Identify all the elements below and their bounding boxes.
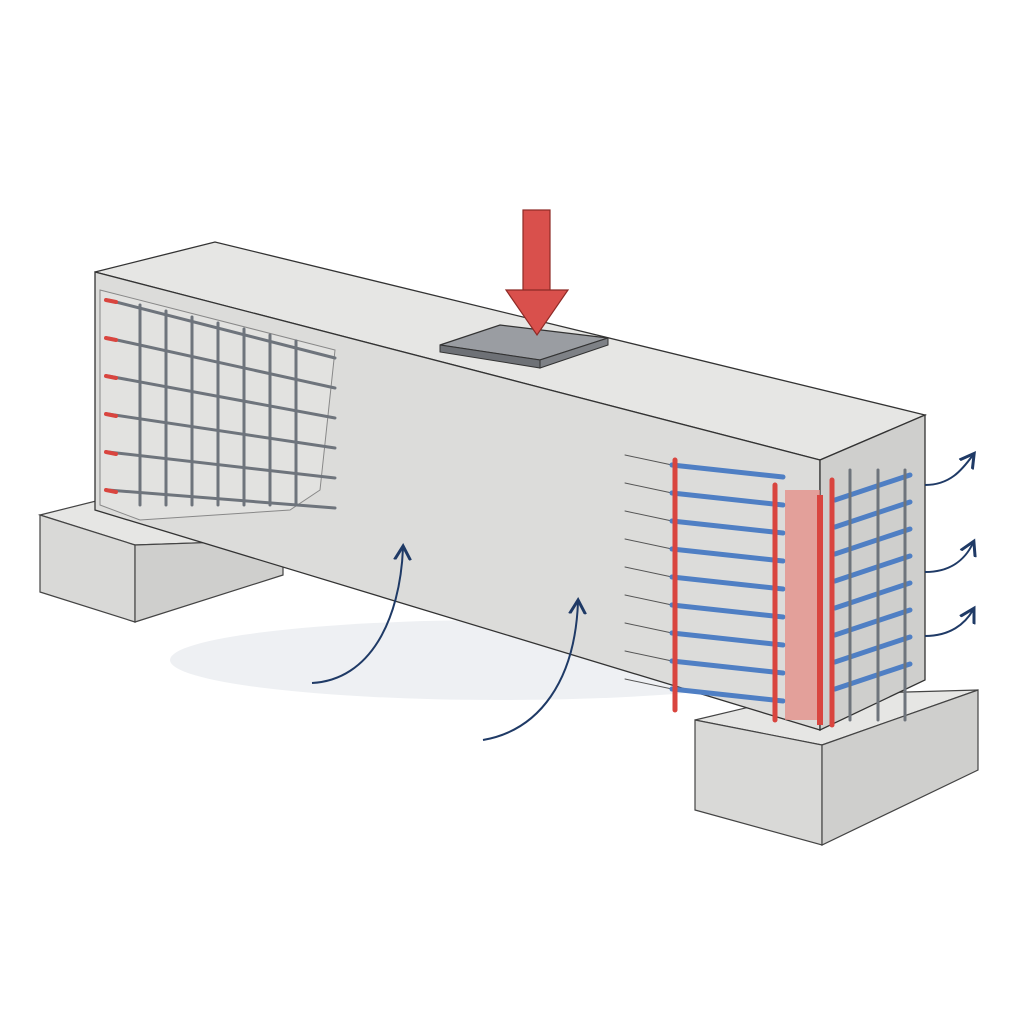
anchor-wire [624,454,673,466]
rebar-end [104,412,118,418]
stirrup [669,602,786,620]
rebar-end [104,374,118,380]
stirrup [669,630,786,648]
rebar-end [104,298,118,304]
stirrup [832,634,913,665]
stirrup [832,526,913,557]
stirrup [669,574,786,592]
stirrup [669,686,786,704]
stirrup [669,490,786,508]
anchor-wire [624,538,673,550]
stirrup [832,499,913,530]
end-face-rebar-cage [829,468,913,728]
stirrup [669,546,786,564]
anchor-wire [624,650,673,662]
anchor-wire [624,622,673,634]
curved-arrow-icon [924,455,973,486]
exposed-cover-zone [785,490,820,720]
horizontal-rebar [106,336,337,390]
anchor-wire [624,594,673,606]
horizontal-rebar [106,450,337,480]
curved-arrow-icon [482,602,578,741]
horizontal-rebar [106,412,337,450]
beam-end-face [819,414,926,732]
stirrup [832,472,913,503]
stirrup [669,518,786,536]
stirrup [832,580,913,611]
anchor-wire [624,510,673,522]
anchor-wire [624,482,673,494]
stirrup [669,462,786,480]
stirrup [669,658,786,676]
curved-arrow-icon [311,548,403,684]
down-arrow-icon [504,209,570,337]
bearing-plate [439,324,609,369]
right-stirrup-zone [624,454,823,725]
stirrup [832,661,913,692]
horizontal-rebar [106,374,337,420]
horizontal-rebar [106,488,337,510]
anchor-wire [624,566,673,578]
horizontal-rebar [106,298,337,360]
rebar-end [104,336,118,342]
curved-arrow-icon [924,610,973,637]
right-support-block [694,689,979,846]
rebar-end [104,450,118,456]
left-rebar-cage [99,289,337,521]
rebar-end [104,488,118,494]
stirrup [832,607,913,638]
curved-arrow-icon [924,543,973,573]
stirrup [832,553,913,584]
anchor-wire [624,678,673,690]
